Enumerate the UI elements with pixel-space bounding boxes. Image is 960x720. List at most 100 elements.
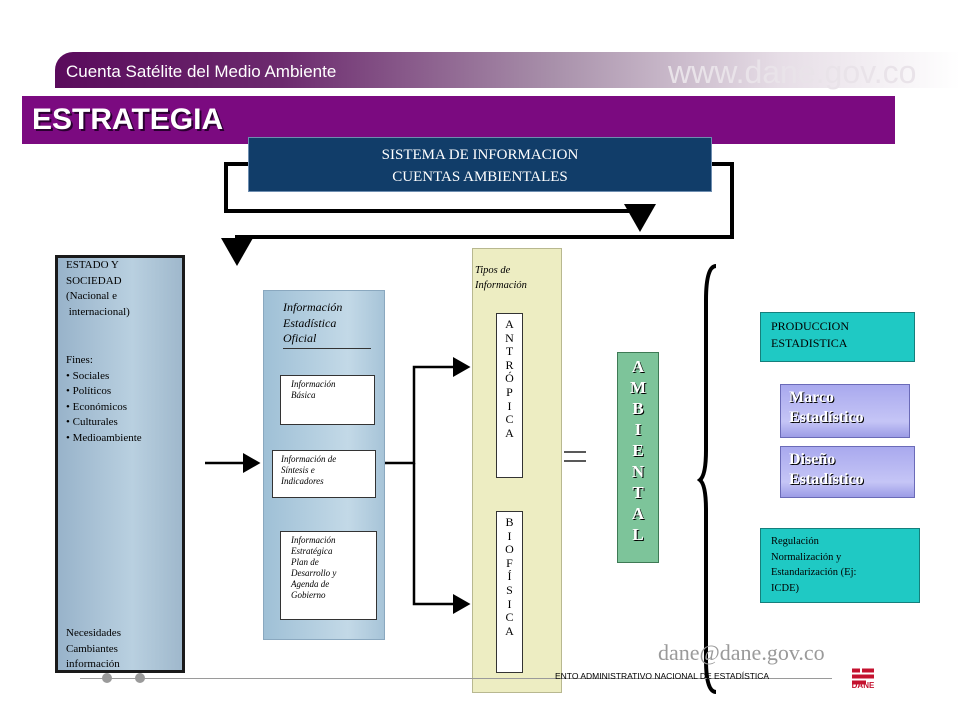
produccion-line: PRODUCCION bbox=[771, 319, 850, 333]
dane-logo-icon bbox=[852, 668, 874, 685]
ambiental-letter: E bbox=[632, 441, 644, 460]
fines-item: • Sociales bbox=[66, 369, 110, 382]
biofisica-letter: O bbox=[505, 542, 514, 557]
tipos-label-line: Información bbox=[475, 280, 527, 291]
fines-item: • Culturales bbox=[66, 416, 118, 428]
ambiental-letter: T bbox=[632, 483, 644, 502]
antropica-letter: A bbox=[505, 425, 514, 440]
regulacion-box: Regulación Normalización y Estandarizaci… bbox=[760, 528, 920, 603]
informacion-estrategica-box: Información Estratégica Plan de Desarrol… bbox=[280, 531, 377, 620]
oficial-title-line: Oficial bbox=[283, 331, 317, 345]
fines-list: Fines: • Sociales • Políticos • Económic… bbox=[66, 353, 142, 446]
sistema-line-2: CUENTAS AMBIENTALES bbox=[392, 169, 568, 185]
basica-line: Básica bbox=[291, 390, 316, 400]
website-watermark: www.dane.gov.co bbox=[668, 54, 917, 90]
fork-line bbox=[384, 357, 471, 465]
antropica-letter: T bbox=[505, 344, 514, 359]
estado-heading: ESTADO Y SOCIEDAD (Nacional e internacio… bbox=[66, 258, 130, 320]
loop-line-left bbox=[224, 162, 656, 232]
antropica-letter: C bbox=[505, 412, 514, 427]
footer-dot bbox=[135, 673, 145, 683]
antropica-letter: P bbox=[506, 384, 513, 399]
dane-logo-text: DANE bbox=[851, 681, 875, 690]
biofisica-letter: S bbox=[506, 582, 513, 597]
regulacion-line: Normalización y bbox=[771, 551, 842, 563]
sistema-line-1: SISTEMA DE INFORMACION bbox=[381, 147, 579, 163]
biofisica-letter: F bbox=[506, 555, 513, 570]
antropica-letter: Ó bbox=[505, 371, 514, 386]
footer-organization: ENTO ADMINISTRATIVO NACIONAL DE ESTADÍST… bbox=[555, 671, 770, 681]
fines-item: • Económicos bbox=[66, 400, 127, 413]
fines-item: • Medioambiente bbox=[66, 431, 142, 444]
ambiental-letter: A bbox=[631, 504, 645, 523]
estrategica-line: Estratégica bbox=[291, 546, 333, 556]
header-banner bbox=[55, 52, 960, 88]
contact-email: dane@dane.gov.co bbox=[658, 640, 825, 665]
ambiental-letter: L bbox=[632, 525, 644, 544]
fork-line-down bbox=[412, 463, 471, 614]
page-title: ESTRATEGIA bbox=[32, 103, 224, 136]
oficial-title-underline bbox=[283, 348, 371, 349]
marco-line: Estadístico bbox=[789, 409, 864, 426]
basica-line: Información bbox=[291, 379, 336, 389]
estrategica-line: Agenda de bbox=[291, 579, 330, 589]
loop-line-right bbox=[221, 162, 734, 266]
oficial-title: Información Estadística Oficial bbox=[283, 300, 342, 347]
needs-line: información bbox=[66, 658, 120, 670]
biofisica-letter: Í bbox=[507, 569, 512, 584]
ambiental-box: A M B I E N T A L bbox=[617, 352, 659, 563]
footer-divider bbox=[80, 678, 832, 679]
sistema-informacion-box: SISTEMA DE INFORMACION CUENTAS AMBIENTAL… bbox=[248, 137, 712, 192]
regulacion-line: Regulación bbox=[771, 536, 819, 547]
estado-line: ESTADO Y bbox=[66, 259, 119, 271]
sintesis-line: Indicadores bbox=[281, 476, 324, 486]
diseno-line: Diseño bbox=[789, 451, 836, 468]
biofisica-letter: C bbox=[505, 610, 514, 625]
estrategica-line: Desarrollo y bbox=[291, 568, 337, 578]
regulacion-line: ICDE) bbox=[771, 582, 799, 594]
produccion-estadistica-box: PRODUCCION ESTADISTICA bbox=[760, 312, 915, 362]
marco-line: Marco bbox=[789, 389, 835, 406]
diseno-estadistico-box: Diseño Estadístico bbox=[780, 446, 915, 498]
sintesis-line: Síntesis e bbox=[281, 465, 315, 475]
estado-line: SOCIEDAD bbox=[66, 274, 122, 287]
ambiental-letter: M bbox=[629, 378, 647, 397]
produccion-line: ESTADISTICA bbox=[771, 336, 848, 350]
right-brace bbox=[696, 264, 717, 694]
tipos-label-line: Tipos de bbox=[475, 265, 511, 276]
antropica-letter: N bbox=[505, 330, 514, 345]
biofisica-letter: I bbox=[507, 528, 512, 543]
antropica-letter: R bbox=[505, 357, 514, 372]
marco-estadistico-box: Marco Estadístico bbox=[780, 384, 910, 438]
oficial-title-line: Estadística bbox=[283, 315, 337, 330]
antropica-box: A N T R Ó P I C A bbox=[496, 313, 523, 478]
estado-line: internacional) bbox=[66, 305, 130, 318]
ambiental-letter: I bbox=[634, 420, 642, 439]
needs-line: Necesidades bbox=[66, 627, 121, 639]
ambiental-letter: B bbox=[632, 399, 644, 418]
informacion-sintesis-box: Información de Síntesis e Indicadores bbox=[272, 450, 376, 498]
sintesis-line: Información de bbox=[281, 454, 337, 464]
regulacion-line: Estandarización (Ej: bbox=[771, 567, 857, 578]
biofisica-letter: I bbox=[507, 596, 512, 611]
estrategica-line: Gobierno bbox=[291, 590, 326, 600]
tipos-label: Tipos de Información bbox=[475, 263, 527, 293]
estrategica-line: Información bbox=[291, 535, 336, 545]
estado-sociedad-box: ESTADO Y SOCIEDAD (Nacional e internacio… bbox=[55, 255, 185, 673]
fines-item: • Políticos bbox=[66, 385, 112, 397]
estado-line: (Nacional e bbox=[66, 290, 117, 302]
informacion-basica-box: Información Básica bbox=[280, 375, 375, 425]
antropica-letter: I bbox=[507, 398, 512, 413]
diseno-line: Estadístico bbox=[789, 471, 864, 488]
biofisica-box: B I O F Í S I C A bbox=[496, 511, 523, 673]
fines-label: Fines: bbox=[66, 354, 93, 366]
oficial-title-line: Información bbox=[283, 300, 343, 314]
biofisica-letter: A bbox=[505, 623, 514, 638]
needs-text: Necesidades Cambiantes información bbox=[66, 626, 121, 673]
antropica-letter: A bbox=[505, 317, 514, 331]
biofisica-letter: B bbox=[505, 515, 514, 529]
needs-line: Cambiantes bbox=[66, 642, 118, 655]
footer-dot bbox=[102, 673, 112, 683]
ambiental-letter: N bbox=[631, 462, 645, 481]
